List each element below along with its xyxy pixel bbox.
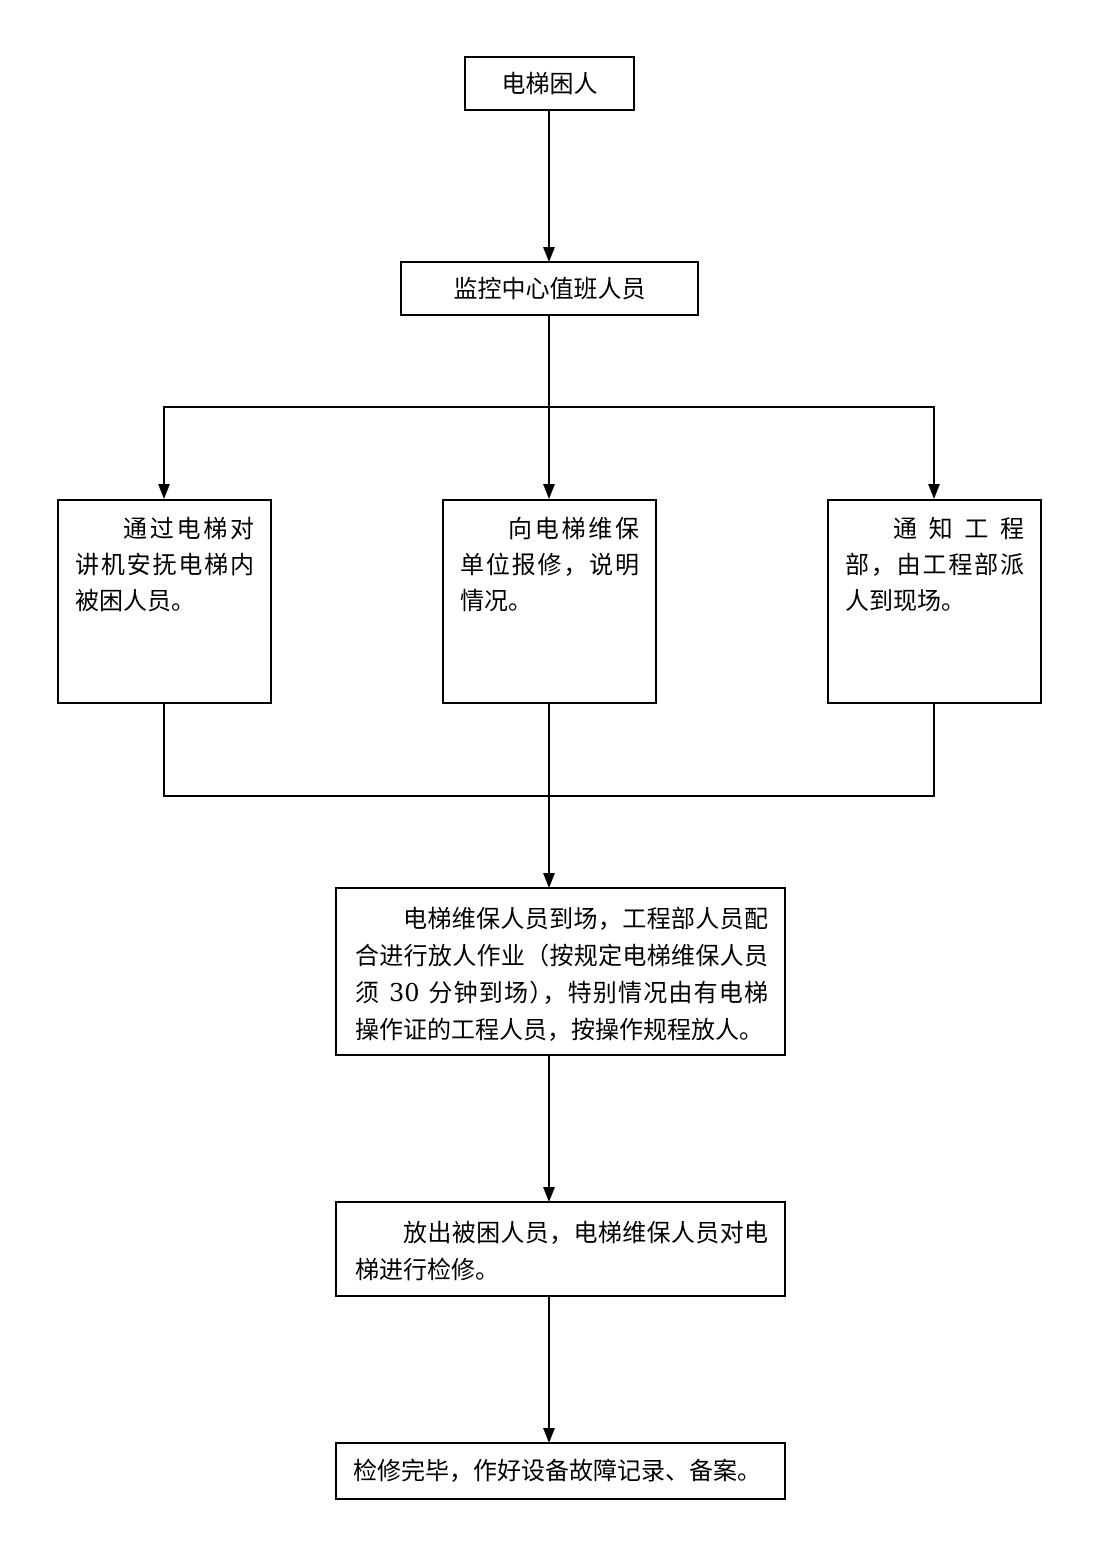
node-engineering-label: 通 知 工 程 部，由工程部派人到现场。	[845, 515, 1024, 615]
node-rescue-label: 电梯维保人员到场，工程部人员配合进行放人作业（按规定电梯维保人员须 30 分钟到…	[355, 905, 768, 1044]
arrowhead-engineering	[928, 484, 940, 499]
arrowhead-release	[543, 1187, 555, 1202]
node-monitor: 监控中心值班人员	[400, 261, 699, 316]
arrowhead-intercom	[158, 484, 170, 499]
arrowhead-record	[543, 1428, 555, 1443]
node-trapped-label: 电梯困人	[501, 69, 598, 98]
node-trapped: 电梯困人	[464, 56, 635, 111]
node-report: 向电梯维保单位报修，说明情况。	[442, 499, 657, 704]
node-engineering: 通 知 工 程 部，由工程部派人到现场。	[827, 499, 1042, 704]
node-rescue: 电梯维保人员到场，工程部人员配合进行放人作业（按规定电梯维保人员须 30 分钟到…	[335, 887, 786, 1056]
node-monitor-label: 监控中心值班人员	[453, 274, 646, 303]
arrowhead-monitor	[543, 247, 555, 262]
arrowhead-report	[543, 484, 555, 499]
node-report-label: 向电梯维保单位报修，说明情况。	[460, 515, 639, 615]
node-release-label: 放出被困人员，电梯维保人员对电梯进行检修。	[355, 1219, 768, 1284]
node-record: 检修完毕，作好设备故障记录、备案。	[335, 1442, 786, 1500]
node-record-label: 检修完毕，作好设备故障记录、备案。	[353, 1457, 761, 1485]
node-intercom-label: 通过电梯对讲机安抚电梯内被困人员。	[75, 515, 254, 615]
arrowhead-rescue	[543, 873, 555, 888]
node-release: 放出被困人员，电梯维保人员对电梯进行检修。	[335, 1201, 786, 1297]
node-intercom: 通过电梯对讲机安抚电梯内被困人员。	[57, 499, 272, 704]
